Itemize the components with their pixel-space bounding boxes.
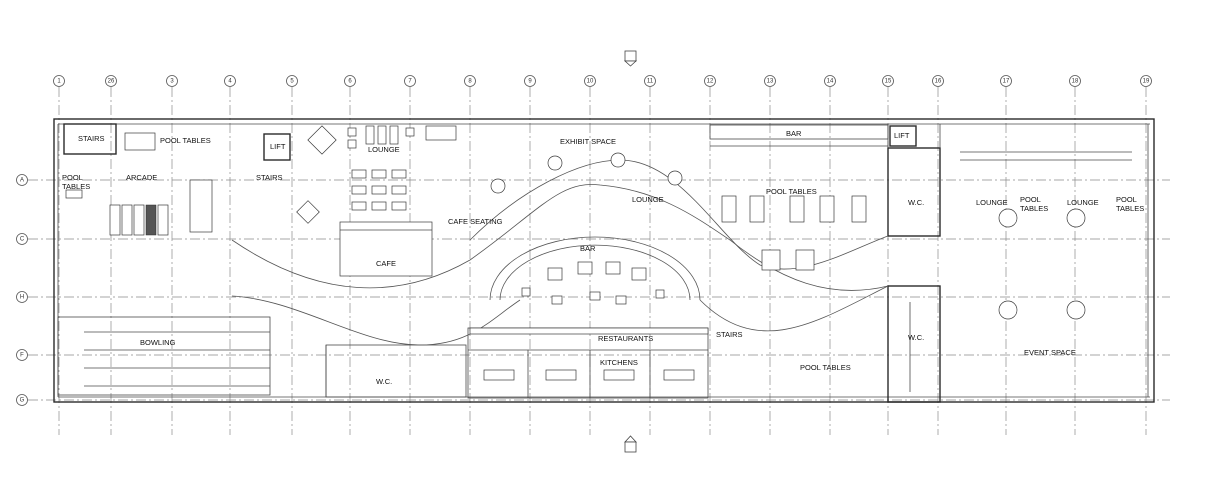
grid-label-col-5: 5 [290, 79, 294, 85]
label-pool-tables-2b: TABLES [62, 182, 90, 191]
grid-label-col-15: 15 [885, 79, 892, 85]
grid-label-col-7: 7 [408, 79, 412, 85]
grid-bubble-col-13 [764, 75, 776, 87]
grid-label-row-A: A [20, 178, 24, 184]
grid-bubble-row-C [16, 233, 28, 245]
grid-bubble-col-4 [224, 75, 236, 87]
grid-bubble-col-10 [584, 75, 596, 87]
grid-bubble-row-A [16, 174, 28, 186]
label-wc-2: W.C. [908, 333, 924, 342]
label-wc-1: W.C. [908, 198, 924, 207]
grid-bubble-col-17 [1000, 75, 1012, 87]
label-pool-tables-6: POOL TABLES [800, 363, 851, 372]
label-lift-1: LIFT [270, 142, 286, 151]
label-wc-3: W.C. [376, 377, 392, 386]
label-lounge-4: LOUNGE [1067, 198, 1099, 207]
label-bowling: BOWLING [140, 338, 176, 347]
grid-bubble-col-16 [932, 75, 944, 87]
grid-label-col-17: 17 [1003, 79, 1010, 85]
grid-label-col-11: 11 [647, 79, 654, 85]
cafe-tables [296, 169, 407, 224]
section-marker-top [623, 50, 638, 67]
grid-label-col-1: 1 [57, 79, 61, 85]
grid-bubble-col-19 [1140, 75, 1152, 87]
grid-bubble-col-3 [166, 75, 178, 87]
grid-bubble-col-14 [824, 75, 836, 87]
label-lounge-2: LOUNGE [632, 195, 664, 204]
grid-bubble-col-12 [704, 75, 716, 87]
grid-bubble-col-18 [1069, 75, 1081, 87]
grid-bubble-col-1 [53, 75, 65, 87]
grid-label-col-9: 9 [528, 79, 532, 85]
label-lounge-3: LOUNGE [976, 198, 1008, 207]
label-pool-tables-5b: TABLES [1116, 204, 1144, 213]
grid-label-row-G: G [20, 398, 25, 404]
label-lift-2: LIFT [894, 131, 910, 140]
grid-bubble-col-15 [882, 75, 894, 87]
label-stairs-3: STAIRS [716, 330, 743, 339]
grid-bubble-row-G [16, 394, 28, 406]
grid-bubble-col-5 [286, 75, 298, 87]
label-pool-tables-3: POOL TABLES [766, 187, 817, 196]
furniture [65, 125, 1132, 387]
structural-grid: 1 26 3 4 5 6 7 8 9 10 11 12 13 14 15 16 17 18 19A C H F G [16, 75, 1170, 435]
label-pool-tables-1: POOL TABLES [160, 136, 211, 145]
grid-label-col-8: 8 [468, 79, 472, 85]
label-pool-tables-2a: POOL [62, 173, 83, 182]
label-pool-tables-5a: POOL [1116, 195, 1137, 204]
grid-bubble-col-6 [344, 75, 356, 87]
grid-bubble-col-7 [404, 75, 416, 87]
section-marker-bottom [624, 435, 637, 453]
label-stairs-2: STAIRS [256, 173, 283, 182]
label-pool-tables-4a: POOL [1020, 195, 1041, 204]
grid-label-row-C: C [20, 237, 25, 243]
grid-label-row-F: F [20, 353, 24, 359]
grid-label-col-3: 3 [170, 79, 174, 85]
arcade-machines [109, 179, 213, 236]
label-lounge-1: LOUNGE [368, 145, 400, 154]
label-bar-1: BAR [786, 129, 802, 138]
label-restaurants: RESTAURANTS [598, 334, 653, 343]
grid-bubble-col-26 [105, 75, 117, 87]
label-stairs-1: STAIRS [78, 134, 105, 143]
grid-label-col-13: 13 [767, 79, 774, 85]
grid-bubble-col-8 [464, 75, 476, 87]
label-arcade: ARCADE [126, 173, 157, 182]
grid-bubble-row-H [16, 291, 28, 303]
grid-label-row-H: H [20, 295, 24, 301]
label-cafe-seating: CAFE SEATING [448, 217, 503, 226]
grid-bubble-row-F [16, 349, 28, 361]
grid-label-col-16: 16 [935, 79, 942, 85]
label-exhibit-space: EXHIBIT SPACE [560, 137, 616, 146]
label-event-space: EVENT SPACE [1024, 348, 1076, 357]
grid-label-col-6: 6 [348, 79, 352, 85]
room-labels: STAIRS POOL TABLES LIFT LOUNGE EXHIBIT S… [62, 129, 1144, 386]
grid-label-col-12: 12 [707, 79, 714, 85]
grid-label-col-4: 4 [228, 79, 232, 85]
grid-label-col-10: 10 [587, 79, 594, 85]
label-pool-tables-4b: TABLES [1020, 204, 1048, 213]
grid-bubble-col-11 [644, 75, 656, 87]
grid-label-col-14: 14 [827, 79, 834, 85]
grid-label-col-19: 19 [1143, 79, 1150, 85]
grid-label-col-18: 18 [1072, 79, 1079, 85]
label-kitchens: KITCHENS [600, 358, 638, 367]
label-cafe: CAFE [376, 259, 396, 268]
label-bar-2: BAR [580, 244, 596, 253]
grid-label-col-26: 26 [108, 79, 115, 85]
grid-bubble-col-9 [524, 75, 536, 87]
